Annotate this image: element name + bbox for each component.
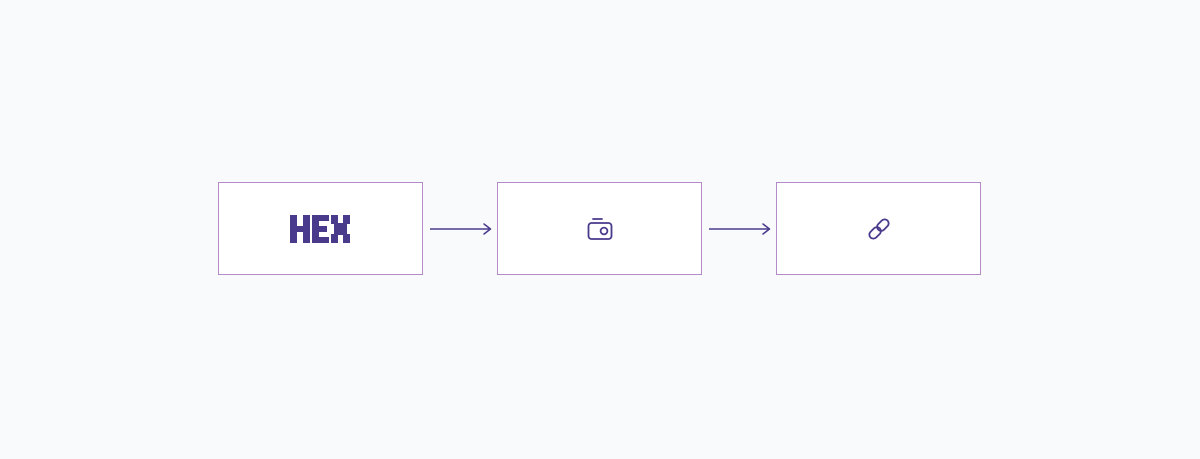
link-icon [867, 217, 890, 240]
node-camera [497, 182, 702, 275]
node-hex [218, 182, 423, 275]
arrow-connector [430, 223, 492, 235]
hex-logo [289, 214, 350, 243]
arrow-connector [709, 223, 771, 235]
camera-icon [587, 217, 612, 240]
node-link [776, 182, 981, 275]
